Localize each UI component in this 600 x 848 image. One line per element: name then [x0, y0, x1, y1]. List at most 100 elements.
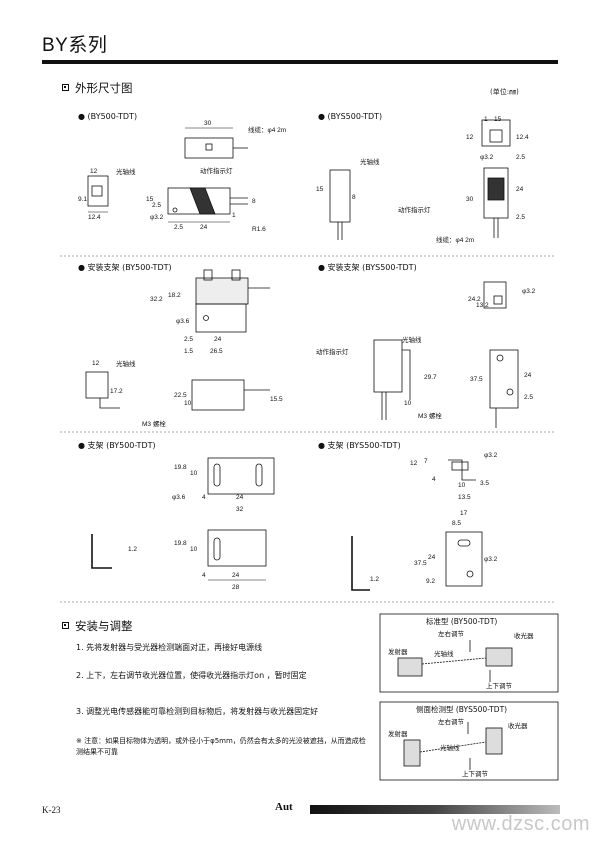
bracket-bys500-dim-24: 24 — [428, 554, 436, 561]
bracket-bys500-dim-12b: 1.2 — [370, 576, 380, 583]
bracket-bys500-dim-17: 17 — [460, 510, 468, 517]
bys500-dim-8: 8 — [352, 194, 356, 201]
mount-by500-dim-225: 22.5 — [174, 392, 187, 399]
bracket-bys500-dim-7: 7 — [424, 458, 428, 465]
install-panel-std — [379, 613, 559, 693]
bracket-bys500-views — [351, 459, 483, 591]
install-step-1: 1. 先将发射器与受光器检测端面对正，再接好电源线 — [76, 643, 263, 652]
mount-by500-dim-265: 26.5 — [210, 348, 223, 355]
bracket-by500-dim-4b: 4 — [202, 572, 206, 579]
mount-bys500-dim-phi: φ3.2 — [522, 288, 536, 295]
bracket-bys500-dim-92: 9.2 — [426, 578, 436, 585]
mount-bys500-dim-10: 10 — [404, 400, 412, 407]
mount-bys500-dim-132: 13.2 — [476, 302, 489, 309]
bys500-dim-phi: φ3.2 — [480, 154, 494, 161]
mount-bys500-indicator: 动作指示灯 — [316, 349, 349, 356]
bracket-by500-dim-24: 24 — [236, 494, 244, 501]
by500-front-view — [167, 187, 248, 223]
page-number: K-23 — [42, 805, 61, 815]
mount-by500-dim-155: 15.5 — [270, 396, 283, 403]
bracket-by500-dim-198: 19.8 — [174, 464, 187, 471]
bracket-by500-dim-32: 32 — [236, 506, 244, 513]
label-by500: ● (BY500-TDT) — [78, 112, 138, 121]
panel-side-ud: 上下调节 — [462, 771, 488, 778]
by500-dim-24: 24 — [200, 224, 208, 231]
install-panel-side — [379, 701, 559, 781]
label-bracket-by500: ● 支架 (BY500-TDT) — [78, 441, 156, 450]
bracket-by500-dim-10b: 10 — [190, 546, 198, 553]
by500-dim-15: 15 — [146, 196, 154, 203]
bracket-by500-dim-10: 10 — [190, 470, 198, 477]
bracket-bys500-dim-phib: φ3.2 — [484, 556, 498, 563]
section-heading-dimensions: 外形尺寸图 — [62, 80, 133, 96]
panel-side-lr: 左右调节 — [438, 719, 464, 726]
bracket-by500-dim-198b: 19.8 — [174, 540, 187, 547]
by500-dim-25a: 2.5 — [152, 202, 162, 209]
install-step-3: 3. 调整光电传感器能可靠检测到目标物后，将发射器与收光器固定好 — [76, 707, 319, 716]
mount-by500-axis: 光轴线 — [116, 361, 136, 368]
section-heading-install: 安装与调整 — [62, 618, 133, 634]
mount-bys500-bolt: M3 螺栓 — [418, 413, 442, 420]
bracket-bys500-dim-35: 3.5 — [480, 480, 490, 487]
panel-side-axis: 光轴线 — [440, 745, 460, 752]
watermark: www.dzsc.com — [451, 813, 590, 835]
by500-dim-r16: R1.6 — [252, 226, 266, 233]
bys500-dim-1: 1 — [484, 116, 488, 123]
section-heading-text: 外形尺寸图 — [75, 81, 133, 95]
label-mount-by500: ● 安装支架 (BY500-TDT) — [78, 263, 172, 272]
bracket-by500-dim-phi: φ3.6 — [172, 494, 186, 501]
mount-bys500-dim-375: 37.5 — [470, 376, 483, 383]
square-bullet-icon — [62, 84, 69, 91]
by500-dim-91: 9.1 — [78, 196, 88, 203]
mount-by500-dim-24: 24 — [214, 336, 222, 343]
bys500-indicator-label: 动作指示灯 — [398, 207, 431, 214]
bracket-bys500-dim-12: 12 — [410, 460, 418, 467]
mount-bys500-axis: 光轴线 — [402, 337, 422, 344]
bys500-dim-30: 30 — [466, 196, 474, 203]
by500-indicator-label: 动作指示灯 — [200, 168, 233, 175]
bracket-bys500-dim-phi: φ3.2 — [484, 452, 498, 459]
mount-bys500-dim-242: 24.2 — [468, 296, 481, 303]
panel-std-emitter: 发射器 — [388, 649, 408, 656]
bys500-dim-12: 12 — [466, 134, 474, 141]
bracket-bys500-dim-375: 37.5 — [414, 560, 427, 567]
bracket-by500-dim-4: 4 — [202, 494, 206, 501]
panel-std-axis: 光轴线 — [434, 651, 454, 658]
mount-bys500-dim-297: 29.7 — [424, 374, 437, 381]
mount-by500-dim-182: 18.2 — [168, 292, 181, 299]
by500-dim-124: 12.4 — [88, 214, 101, 221]
bracket-bys500-dim-135: 13.5 — [458, 494, 471, 501]
label-bracket-bys500: ● 支架 (BYS500-TDT) — [318, 441, 401, 450]
unit-label: (单位:㎜) — [490, 88, 519, 96]
bracket-bys500-dim-10: 10 — [458, 482, 466, 489]
by500-dim-12: 12 — [90, 168, 98, 175]
bys500-dim-24: 24 — [516, 186, 524, 193]
mount-by500-dim-12: 12 — [92, 360, 100, 367]
by500-axis-label: 光轴线 — [116, 169, 136, 176]
mount-by500-dim-322: 32.2 — [150, 296, 163, 303]
mount-bys500-dim-25: 2.5 — [524, 394, 534, 401]
panel-std-title: 标准型 (BY500-TDT) — [426, 617, 498, 626]
bys500-dim-15: 15 — [494, 116, 502, 123]
mount-by500-dim-172: 17.2 — [110, 388, 123, 395]
install-note: ※ 注意：如果目标物体为透明，或外径小于φ5mm，仍然会有太多的光没被遮挡，从而… — [76, 737, 366, 756]
panel-std-ud: 上下调节 — [486, 683, 512, 690]
mount-by500-dim-phi: φ3.6 — [176, 318, 190, 325]
section-heading-text: 安装与调整 — [75, 619, 133, 633]
title-rule — [42, 60, 558, 64]
by500-cable-label: 线缆：φ4 2m — [248, 127, 287, 134]
bys500-views — [329, 119, 511, 240]
panel-side-title: 侧面检测型 (BYS500-TDT) — [416, 705, 508, 714]
label-bys500: ● (BYS500-TDT) — [318, 112, 383, 121]
panel-std-receiver: 收光器 — [514, 633, 534, 640]
by500-dim-1: 1 — [232, 212, 236, 219]
bys500-dim-124: 12.4 — [516, 134, 529, 141]
mount-by500-dim-10: 10 — [184, 400, 192, 407]
by500-dim-25b: 2.5 — [174, 224, 184, 231]
bys500-dim-25a: 2.5 — [516, 154, 526, 161]
panel-side-emitter: 发射器 — [388, 731, 408, 738]
by500-side-view — [87, 175, 109, 213]
brand-logo: Aut — [275, 801, 293, 813]
bracket-by500-dim-24b: 24 — [232, 572, 240, 579]
